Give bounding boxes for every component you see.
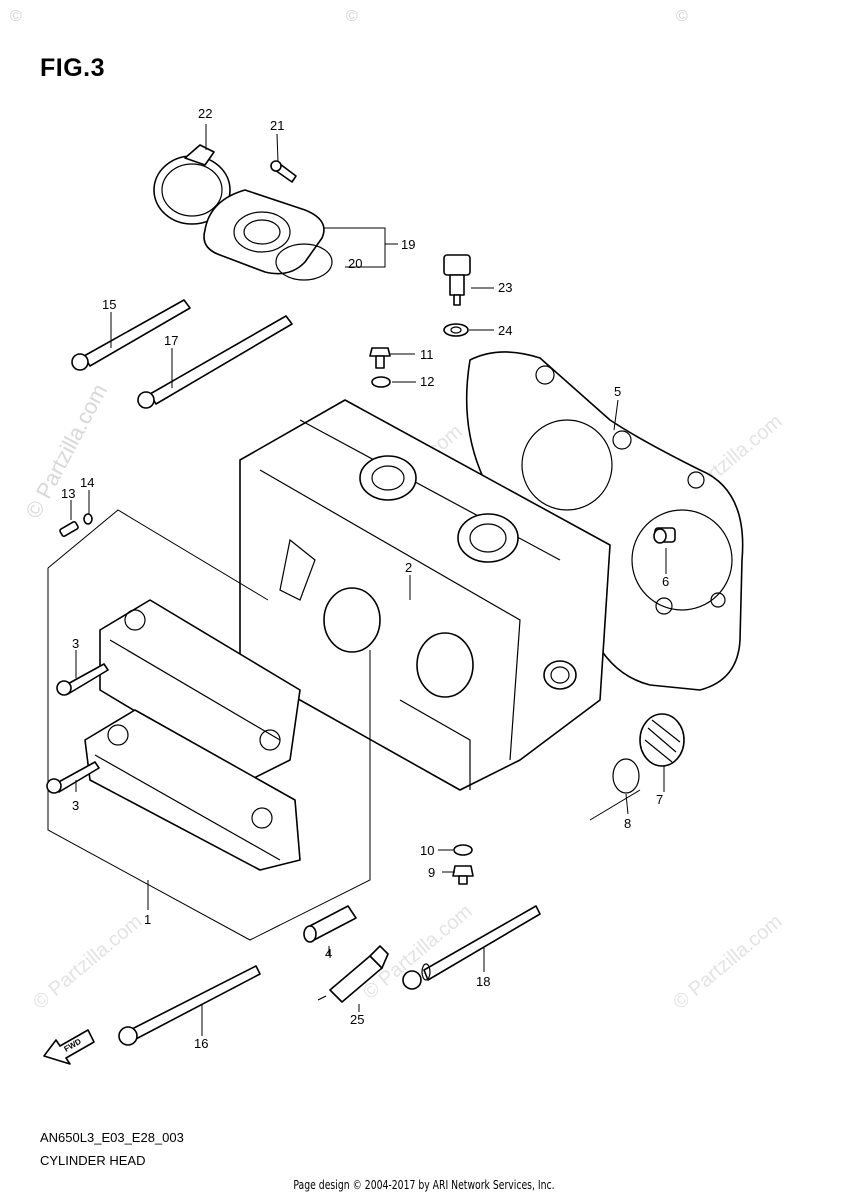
callout-21: 21 <box>270 118 284 133</box>
page-design-footer: Page design © 2004-2017 by ARI Network S… <box>293 1178 555 1192</box>
diagram-code: AN650L3_E03_E28_003 <box>40 1130 184 1145</box>
washer-24 <box>443 323 469 337</box>
long-bolts-15-17 <box>71 299 293 409</box>
callout-8: 8 <box>624 816 631 831</box>
figure-title: FIG.3 <box>40 54 106 82</box>
watermark-lower-right: © Partzilla.com <box>669 910 786 1013</box>
copyright-mark-top-mid: © <box>346 8 358 25</box>
callout-18: 18 <box>476 974 490 989</box>
bolt-9-washer-10 <box>452 844 474 885</box>
bolt-17 <box>149 315 293 405</box>
dowel-pin-6 <box>653 527 676 544</box>
temp-sensor-assembly <box>443 254 471 337</box>
part-1-outline <box>47 509 371 941</box>
leader-lines <box>70 124 667 1036</box>
callout-6: 6 <box>662 574 669 589</box>
camshaft-holders <box>84 599 301 871</box>
callout-24: 24 <box>498 323 512 338</box>
o-ring-20 <box>275 243 333 281</box>
callout-17: 17 <box>164 333 178 348</box>
bolt-18 <box>402 905 541 990</box>
pipe-4 <box>303 905 357 943</box>
callout-12: 12 <box>420 374 434 389</box>
callout-1: 1 <box>144 912 151 927</box>
copyright-mark-top-right: © <box>676 8 688 25</box>
bolt-11-washer-12 <box>369 347 391 388</box>
pin-13-ring-14 <box>59 513 93 538</box>
sensor-23 <box>443 254 471 276</box>
callout-23: 23 <box>498 280 512 295</box>
callout-15: 15 <box>102 297 116 312</box>
washer-12 <box>371 376 391 388</box>
callout-10: 10 <box>420 843 434 858</box>
thermostat-cover-19 <box>203 189 325 275</box>
callout-3-lower: 3 <box>72 798 79 813</box>
callout-20: 20 <box>348 256 362 271</box>
callout-13: 13 <box>61 486 75 501</box>
copyright-mark-top-left: © <box>10 8 22 25</box>
callout-labels: 1 2 3 3 4 5 6 7 8 9 10 11 12 13 14 15 16… <box>61 106 669 1051</box>
callout-7: 7 <box>656 792 663 807</box>
fwd-arrow-icon: FWD <box>43 1029 95 1065</box>
watermark-lower-left: © Partzilla.com <box>29 910 146 1013</box>
callout-16: 16 <box>194 1036 208 1051</box>
callout-3-upper: 3 <box>72 636 79 651</box>
callout-9: 9 <box>428 865 435 880</box>
callout-11: 11 <box>420 347 434 362</box>
callout-14: 14 <box>80 475 94 490</box>
callout-5: 5 <box>614 384 621 399</box>
callout-25: 25 <box>350 1012 364 1027</box>
callout-2: 2 <box>405 560 412 575</box>
diagram-subtitle: CYLINDER HEAD <box>40 1153 146 1168</box>
spark-plug-25 <box>317 945 389 1003</box>
thermostat-cover-assembly <box>153 144 333 281</box>
callout-19: 19 <box>401 237 415 252</box>
callout-4: 4 <box>325 946 332 961</box>
bolt-16 <box>118 965 261 1046</box>
cylinder-head-body <box>239 399 611 791</box>
bolts-3 <box>46 663 109 794</box>
bolt-11 <box>369 347 391 357</box>
callout-22: 22 <box>198 106 212 121</box>
cap-7-oring-8 <box>612 713 685 794</box>
